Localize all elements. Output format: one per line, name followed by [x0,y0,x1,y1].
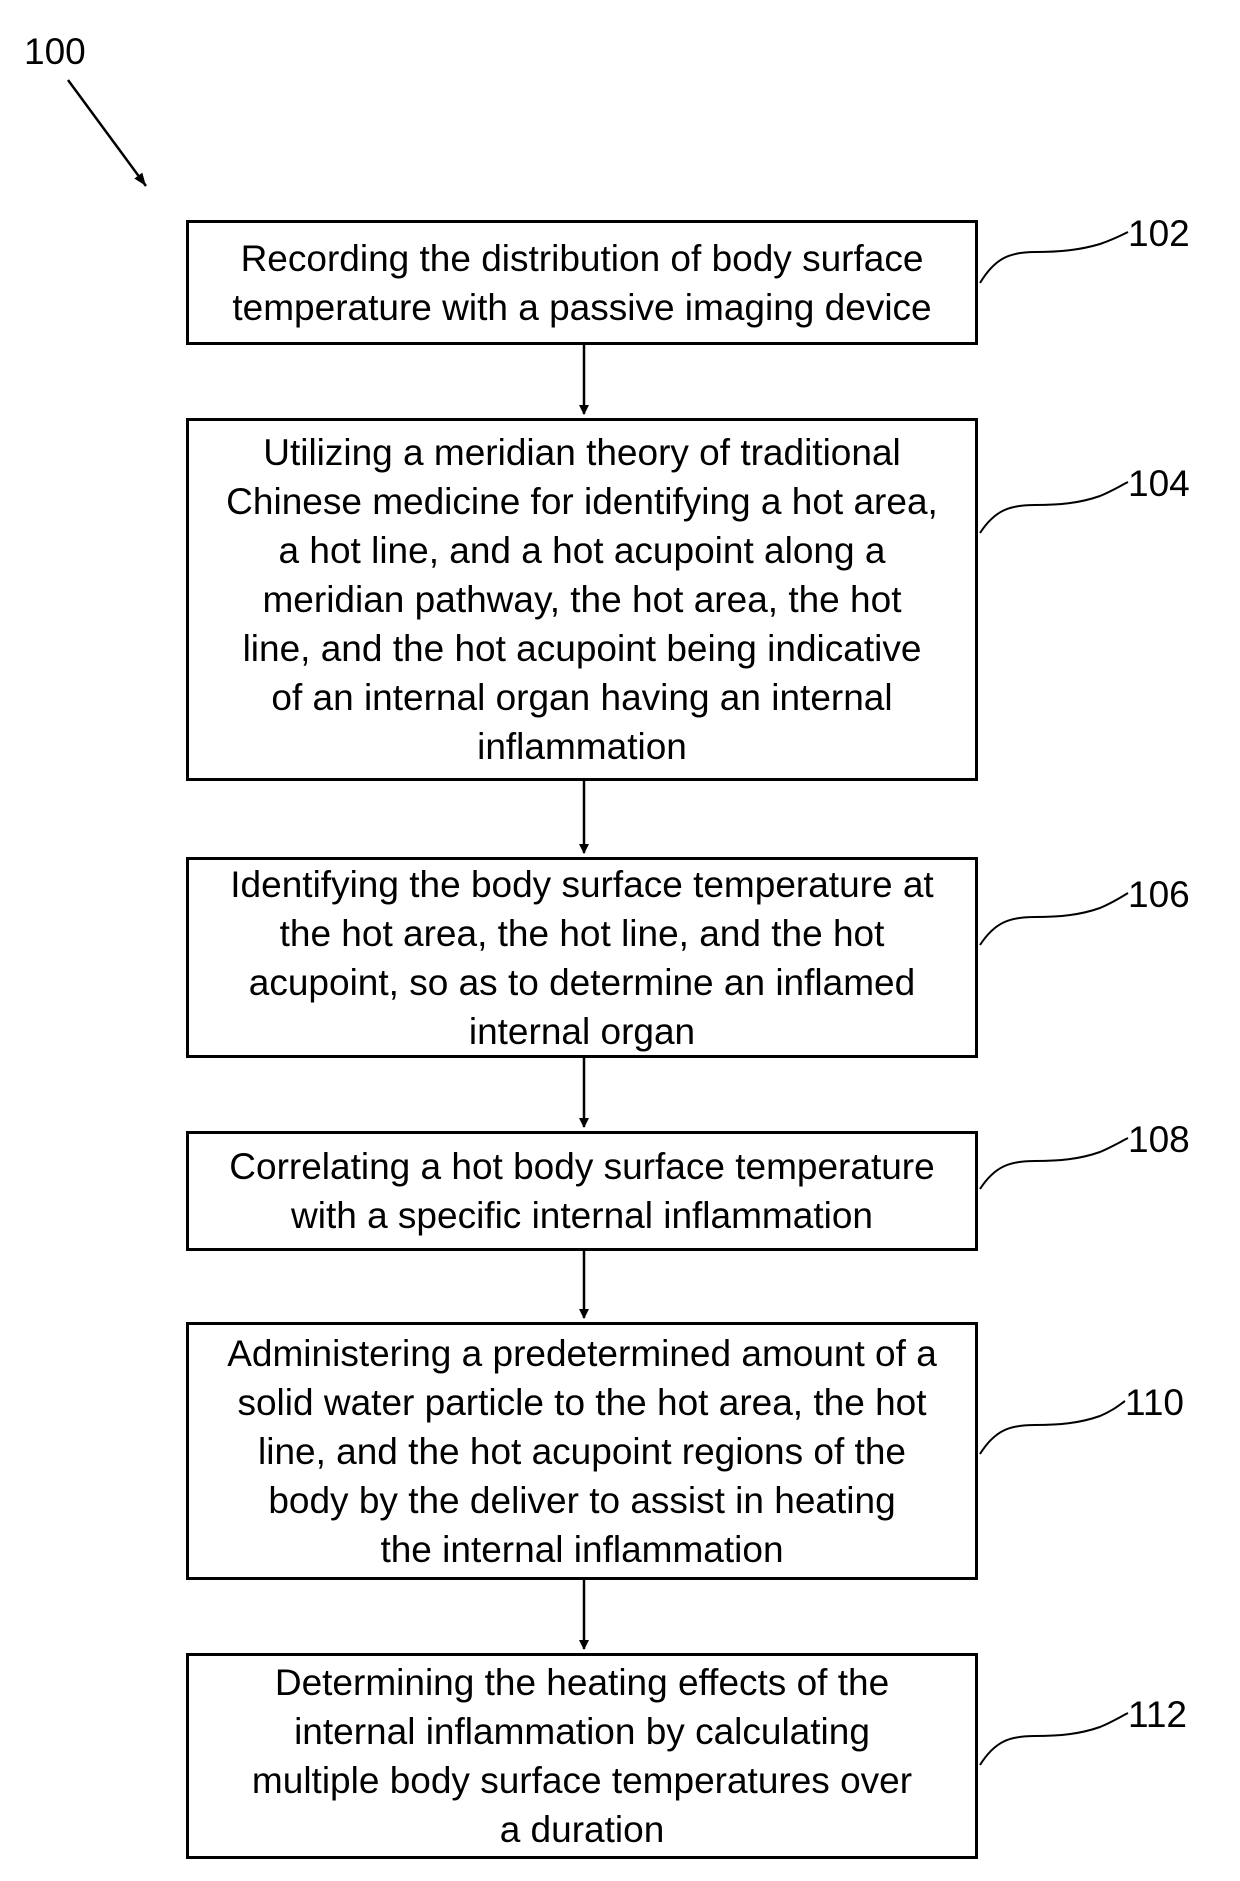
process-step-box: Correlating a hot body surface temperatu… [186,1131,978,1251]
figure-number-label: 100 [24,32,86,72]
leader-line-108 [980,1138,1128,1189]
leader-line-104 [980,482,1128,533]
process-step-text: Administering a predetermined amount of … [225,1329,939,1574]
reference-numeral: 112 [1128,1695,1187,1735]
reference-numeral: 106 [1128,875,1190,915]
leader-line-102 [980,232,1128,283]
reference-numeral: 104 [1128,464,1190,504]
process-step-text: Determining the heating effects of the i… [250,1658,914,1854]
process-step-box: Utilizing a meridian theory of tradition… [186,418,978,781]
process-step-box: Identifying the body surface temperature… [186,857,978,1058]
process-step-text: Utilizing a meridian theory of tradition… [224,428,940,771]
leader-line-112 [980,1713,1128,1765]
process-step-box: Determining the heating effects of the i… [186,1653,978,1859]
process-step-text: Recording the distribution of body surfa… [230,234,933,332]
process-step-text: Correlating a hot body surface temperatu… [227,1142,936,1240]
process-step-box: Recording the distribution of body surfa… [186,220,978,345]
reference-numeral: 108 [1128,1120,1190,1160]
process-step-box: Administering a predetermined amount of … [186,1322,978,1580]
reference-numeral: 102 [1128,214,1190,254]
leader-line-110 [980,1401,1125,1454]
reference-numeral: 110 [1125,1383,1184,1423]
process-step-text: Identifying the body surface temperature… [228,860,935,1056]
leader-line-106 [980,893,1128,945]
figure-pointer-arrow [68,80,146,186]
